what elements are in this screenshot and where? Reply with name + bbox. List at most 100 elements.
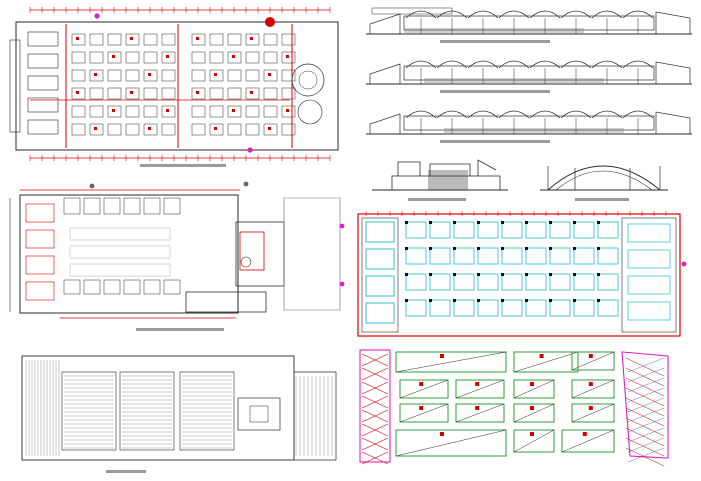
stall bbox=[191, 51, 206, 64]
brace bbox=[627, 437, 665, 453]
slab-panel bbox=[549, 299, 571, 317]
arch bbox=[560, 60, 592, 69]
slab-panel bbox=[405, 273, 427, 291]
slab-panel bbox=[525, 273, 547, 291]
facade-band bbox=[403, 15, 655, 31]
stall bbox=[143, 105, 158, 118]
view-title-bar bbox=[106, 470, 146, 473]
stall bbox=[263, 87, 278, 100]
framing-panel bbox=[513, 403, 555, 423]
stall bbox=[227, 51, 242, 64]
arch bbox=[622, 60, 654, 69]
brace bbox=[361, 367, 389, 381]
slab-panel bbox=[597, 299, 619, 317]
stall bbox=[125, 51, 140, 64]
stall bbox=[71, 69, 86, 82]
stall-mark bbox=[286, 55, 289, 58]
slab-panel bbox=[365, 221, 395, 243]
north-marker bbox=[265, 17, 275, 27]
structural-grid-plan bbox=[339, 211, 687, 337]
stall bbox=[71, 33, 86, 46]
brace bbox=[627, 427, 665, 443]
stall bbox=[161, 51, 176, 64]
slab-panel bbox=[597, 273, 619, 291]
marker-dot bbox=[94, 13, 100, 19]
brace bbox=[625, 397, 665, 417]
stall bbox=[227, 123, 242, 136]
column bbox=[573, 273, 576, 276]
column bbox=[525, 299, 528, 302]
slab-panel bbox=[453, 299, 475, 317]
stall-mark bbox=[166, 55, 169, 58]
void-outline bbox=[69, 227, 171, 241]
stall-mark bbox=[112, 55, 115, 58]
storefront-band bbox=[444, 128, 624, 133]
framing-panel bbox=[399, 379, 449, 399]
connector bbox=[582, 432, 587, 436]
shop-unit bbox=[63, 279, 81, 295]
slab-panel bbox=[549, 247, 571, 265]
brace bbox=[395, 429, 507, 457]
brace bbox=[627, 417, 665, 433]
stall-mark bbox=[76, 91, 79, 94]
arch bbox=[405, 110, 437, 119]
upper-floor-plan bbox=[9, 181, 341, 331]
column bbox=[429, 299, 432, 302]
stall-blocks bbox=[27, 31, 296, 136]
brace bbox=[625, 387, 665, 407]
grid-lines bbox=[30, 24, 293, 148]
stall-mark bbox=[112, 109, 115, 112]
brace bbox=[571, 379, 615, 399]
stall bbox=[125, 105, 140, 118]
arch bbox=[560, 110, 592, 119]
slab-panel bbox=[501, 221, 523, 239]
column bbox=[405, 273, 408, 276]
slab-panel bbox=[477, 221, 499, 239]
brace bbox=[625, 407, 665, 427]
stall bbox=[125, 69, 140, 82]
arch bbox=[405, 10, 437, 19]
arch bbox=[436, 60, 468, 69]
stair bbox=[240, 256, 252, 268]
brace bbox=[627, 407, 665, 423]
connector bbox=[588, 382, 593, 386]
arch bbox=[529, 110, 561, 119]
slab-panel bbox=[365, 248, 395, 270]
connector bbox=[440, 354, 444, 358]
stall bbox=[107, 87, 122, 100]
marker-dot bbox=[339, 281, 345, 287]
slab-panel bbox=[405, 221, 427, 239]
connector bbox=[419, 406, 424, 410]
connector bbox=[419, 382, 424, 386]
framing-panel bbox=[621, 351, 669, 459]
view-title-bar bbox=[440, 40, 550, 43]
shop-unit bbox=[103, 279, 121, 295]
stall bbox=[71, 123, 86, 136]
stall bbox=[191, 105, 206, 118]
stall bbox=[245, 123, 260, 136]
column bbox=[501, 299, 504, 302]
end-wing bbox=[369, 113, 401, 134]
brace bbox=[513, 429, 555, 453]
framing-panel bbox=[395, 351, 507, 373]
stall-mark bbox=[286, 109, 289, 112]
column bbox=[549, 221, 552, 224]
slab-panel bbox=[429, 299, 451, 317]
column bbox=[501, 273, 504, 276]
column bbox=[429, 273, 432, 276]
column bbox=[477, 299, 480, 302]
column bbox=[525, 247, 528, 250]
column bbox=[525, 221, 528, 224]
connector bbox=[440, 432, 444, 436]
stall-mark bbox=[214, 73, 217, 76]
slab-panel bbox=[501, 273, 523, 291]
column bbox=[429, 247, 432, 250]
void-outline bbox=[69, 263, 171, 277]
stall bbox=[245, 69, 260, 82]
shop-unit bbox=[83, 197, 101, 215]
brace bbox=[627, 367, 665, 383]
slab-panel bbox=[453, 221, 475, 239]
slab-panel bbox=[549, 273, 571, 291]
stall bbox=[89, 123, 104, 136]
